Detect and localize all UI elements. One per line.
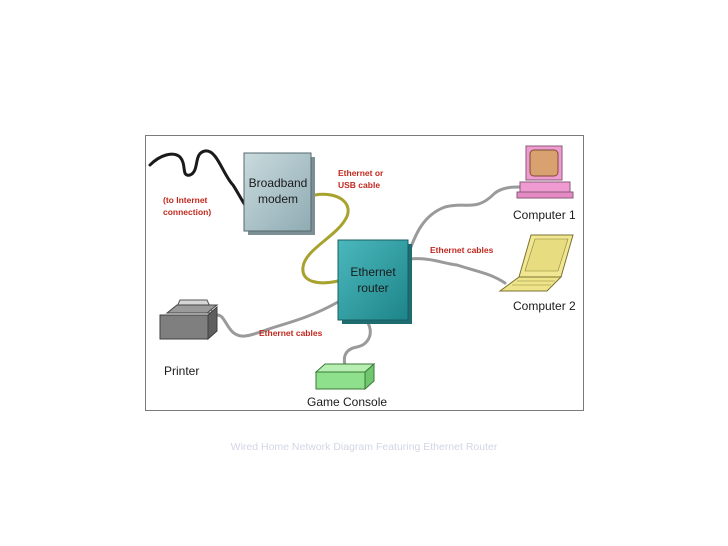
internet-connection-label-line2: connection) [163,207,211,217]
game-console-icon [314,362,376,391]
diagram-caption: Wired Home Network Diagram Featuring Eth… [230,441,498,453]
printer-icon [159,299,219,341]
network-diagram: Broadband modem Ethernet router (to Inte… [145,135,584,411]
router-console-cable [342,319,372,367]
ethernet-usb-label-line1: Ethernet or [338,168,384,178]
computer2-label: Computer 2 [513,299,576,313]
router-label-line2: router [357,281,388,295]
ethernet-cables-left-label: Ethernet cables [259,328,323,338]
internet-connection-label-line1: (to Internet [163,195,208,205]
laptop-computer-icon [498,234,574,292]
printer-label: Printer [164,364,199,378]
modem-label-line2: modem [258,192,298,206]
router-label-line1: Ethernet [350,265,396,279]
router-printer-cable [215,300,340,338]
ethernet-router-box [337,239,409,321]
ethernet-cables-right-label: Ethernet cables [430,245,494,255]
modem-label-line1: Broadband [249,176,308,190]
router-computer2-cable [406,257,507,285]
desktop-computer-icon [516,145,574,199]
internet-cable [148,149,247,207]
ethernet-usb-label-line2: USB cable [338,180,380,190]
router-computer1-cable [406,185,522,257]
modem-router-cable [301,192,350,285]
game-console-label: Game Console [307,395,387,409]
broadband-modem-box [243,152,312,232]
computer1-label: Computer 1 [513,208,576,222]
